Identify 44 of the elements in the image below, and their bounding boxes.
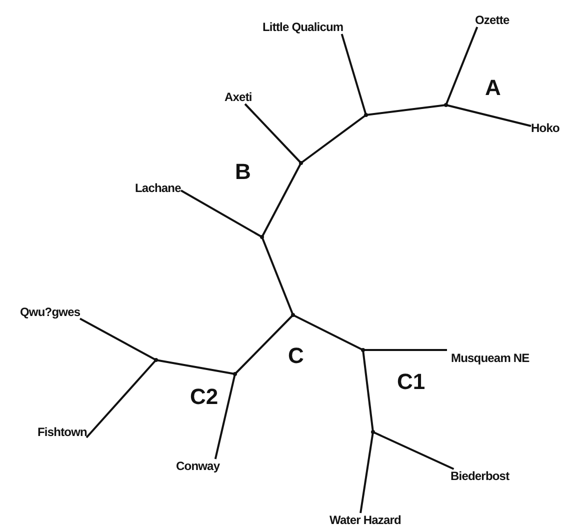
taxon-label: Qwu?gwes bbox=[20, 305, 80, 319]
clade-label: C bbox=[288, 344, 304, 368]
branch-point bbox=[154, 358, 158, 362]
tree-branch bbox=[214, 374, 236, 460]
tree-branch bbox=[292, 314, 364, 351]
tree-branch bbox=[360, 432, 374, 514]
tree-branch bbox=[363, 349, 447, 351]
branch-point bbox=[444, 103, 448, 107]
taxon-label: Biederbost bbox=[450, 469, 510, 483]
taxon-label: Hoko bbox=[531, 121, 560, 135]
taxon-label: Fishtown bbox=[38, 425, 87, 439]
branch-point bbox=[260, 235, 264, 239]
clade-label: C1 bbox=[397, 370, 426, 394]
tree-branch bbox=[80, 318, 156, 361]
branch-point bbox=[371, 430, 375, 434]
tree-branch bbox=[366, 104, 446, 116]
tree-branch bbox=[446, 104, 532, 127]
tree-branch bbox=[372, 431, 454, 470]
tree-branch bbox=[362, 350, 374, 432]
branch-point bbox=[299, 161, 303, 165]
branch-point bbox=[233, 372, 237, 376]
tree-branch bbox=[340, 34, 367, 116]
branch-point bbox=[364, 113, 368, 117]
taxon-label: Lachane bbox=[135, 181, 181, 195]
tree-branch bbox=[86, 359, 157, 438]
tree-branch bbox=[180, 190, 262, 238]
tree-branch bbox=[300, 114, 367, 164]
tree-branch bbox=[445, 26, 478, 106]
taxon-label: Water Hazard bbox=[330, 513, 401, 527]
tree-branch bbox=[156, 359, 236, 375]
tree-branch bbox=[244, 103, 302, 164]
clade-label: A bbox=[485, 76, 501, 100]
tree-branch bbox=[261, 236, 294, 316]
taxon-label: Little Qualicum bbox=[262, 20, 344, 34]
tree-branch bbox=[234, 314, 294, 375]
taxon-label: Ozette bbox=[475, 13, 510, 27]
tree-branch bbox=[261, 162, 302, 238]
taxon-label: Musqueam NE bbox=[451, 351, 530, 365]
clade-label: B bbox=[235, 160, 251, 184]
taxon-label: Axeti bbox=[224, 90, 252, 104]
clade-label: C2 bbox=[190, 385, 218, 409]
branch-point bbox=[291, 313, 295, 317]
branch-point bbox=[361, 348, 365, 352]
taxon-label: Conway bbox=[176, 459, 220, 473]
